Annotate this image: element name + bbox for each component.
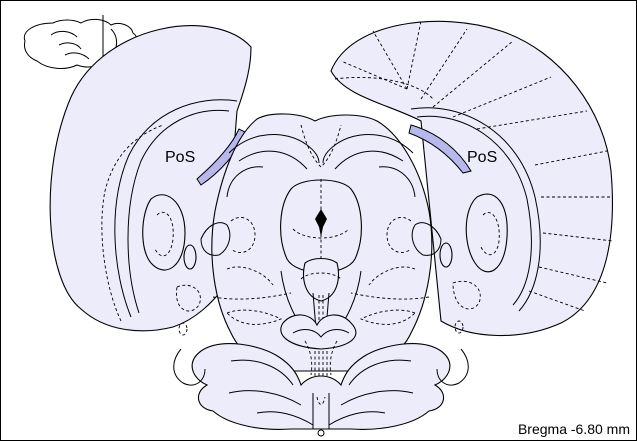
pos-label-left: PoS (165, 149, 195, 166)
pos-label-right: PoS (467, 149, 497, 166)
bregma-coordinate-label: Bregma -6.80 mm (518, 421, 630, 437)
